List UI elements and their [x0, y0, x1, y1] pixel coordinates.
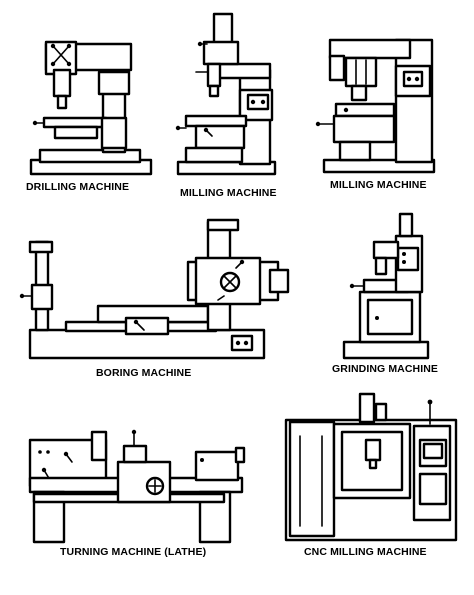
milling-machine-1-illustration — [175, 12, 277, 176]
drilling-machine-label: DRILLING MACHINE — [26, 181, 130, 193]
milling-machine-2-label: MILLING MACHINE — [330, 179, 427, 191]
cnc-machine-label: CNC MILLING MACHINE — [304, 546, 427, 558]
boring-machine-illustration — [19, 218, 290, 360]
lathe-label: TURNING MACHINE (LATHE) — [60, 546, 207, 558]
lathe-illustration — [28, 429, 246, 544]
grinding-machine-illustration — [342, 212, 430, 360]
milling-machine-2-illustration — [315, 38, 436, 174]
grinding-machine-label: GRINDING MACHINE — [332, 363, 439, 375]
milling-machine-1-label: MILLING MACHINE — [180, 187, 277, 199]
boring-machine-label: BORING MACHINE — [96, 367, 192, 379]
drilling-machine-illustration — [29, 40, 153, 176]
cnc-machine-illustration — [284, 392, 458, 542]
